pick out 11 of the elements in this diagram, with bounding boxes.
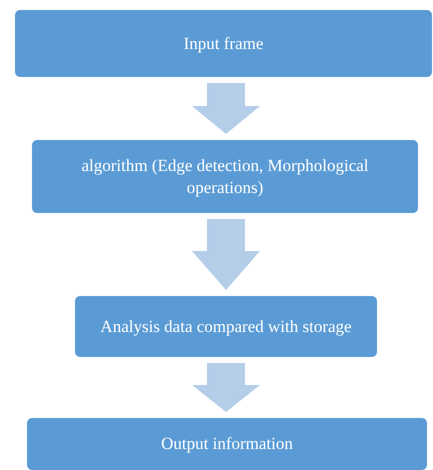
process-box: [27, 418, 427, 470]
box-label: Output information: [161, 433, 293, 455]
box-label: Input frame: [184, 32, 264, 54]
process-box: [32, 140, 418, 213]
block-arrow: [192, 363, 260, 412]
box-label: algorithm (Edge detection, Morphological operations): [80, 155, 370, 198]
process-box: [15, 10, 432, 77]
block-arrow: [192, 83, 260, 134]
process-box: [75, 296, 377, 357]
box-label: Analysis data compared with storage: [100, 316, 352, 338]
block-arrow: [192, 219, 260, 290]
